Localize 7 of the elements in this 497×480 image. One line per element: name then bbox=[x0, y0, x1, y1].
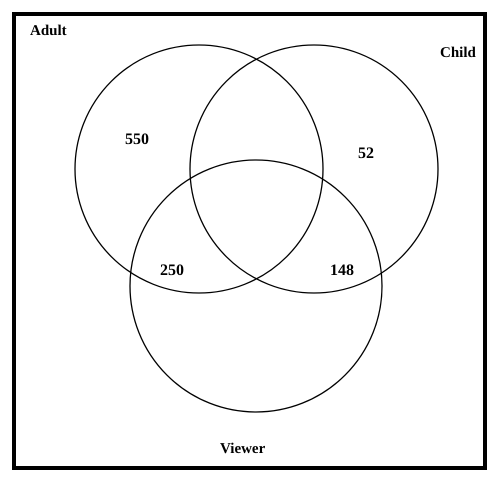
region-count: 550 bbox=[125, 132, 149, 148]
set-title: Adult bbox=[30, 24, 67, 39]
set-title: Viewer bbox=[220, 442, 266, 457]
region-count: 52 bbox=[358, 146, 374, 162]
region-count: 250 bbox=[160, 263, 184, 279]
set-title: Child bbox=[440, 46, 476, 61]
region-count: 148 bbox=[330, 263, 354, 279]
